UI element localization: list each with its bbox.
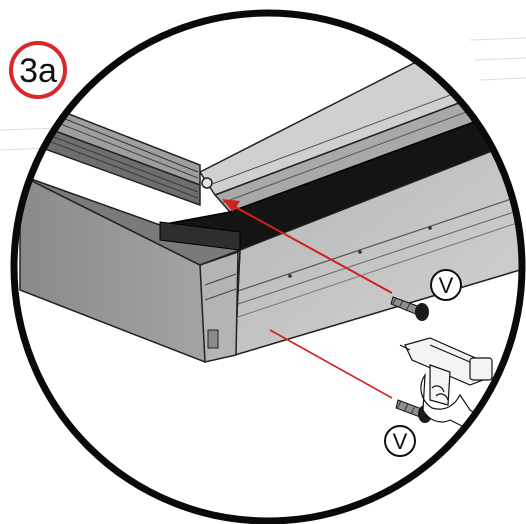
insertion-arrows	[222, 199, 393, 399]
screw-callout-lower: V	[384, 425, 416, 457]
screw-icon	[390, 296, 429, 321]
step-badge: 3a	[9, 41, 67, 99]
screw-callout-upper-label: V	[439, 273, 454, 298]
step-label: 3a	[19, 52, 57, 90]
magnifier-ring	[10, 9, 526, 524]
upper-arrowhead	[222, 199, 240, 212]
upper-arrow	[227, 202, 393, 294]
screw-callout-lower-label: V	[393, 429, 408, 454]
profile-end	[19, 173, 243, 363]
lower-arrow	[269, 329, 393, 399]
background-sketch	[0, 37, 526, 151]
screw-callout-upper: V	[430, 269, 462, 301]
